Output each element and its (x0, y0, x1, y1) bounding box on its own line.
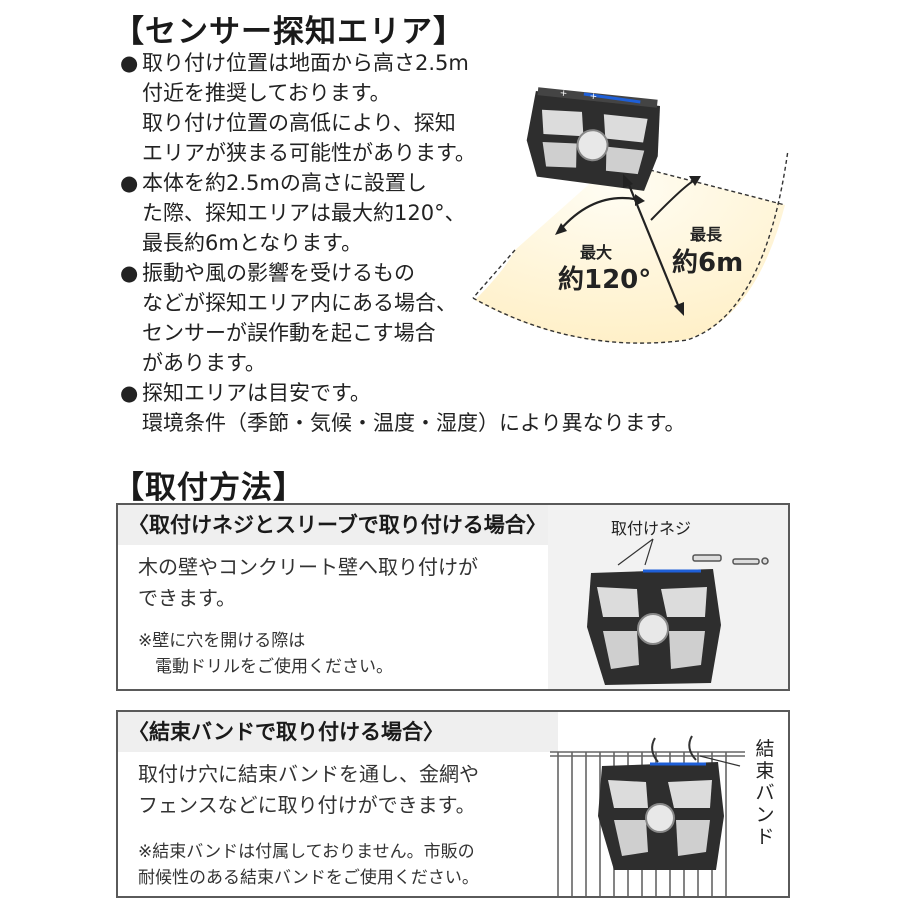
sensor-description-line: ●本体を約2.5mの高さに設置し (120, 168, 685, 198)
screw-mount-note-2: 電動ドリルをご使用ください。 (138, 657, 393, 677)
detection-area-boundary (472, 149, 789, 344)
sensor-description-line: があります。 (120, 348, 685, 378)
band-mount-box: 〈結束バンドで取り付ける場合〉 取付け穴に結束バンドを通し、金網や フェンスなど… (116, 710, 790, 898)
sensor-description-text: などが探知エリア内にある場合、 (142, 291, 457, 315)
screw-mount-box: 〈取付けネジとスリーブで取り付ける場合〉 木の壁やコンクリート壁へ取り付けが で… (116, 503, 790, 691)
band-mount-title: 〈結束バンドで取り付ける場合〉 (118, 712, 558, 752)
cable-tie-icon (651, 735, 697, 763)
svg-text:+: + (559, 89, 568, 100)
angle-caption: 最大 (580, 243, 612, 262)
bullet-icon: ● (120, 171, 139, 195)
sensor-description-line: センサーが誤作動を起こす場合 (120, 318, 685, 348)
bullet-icon: ● (120, 51, 139, 75)
sensor-description-text: 探知エリアは目安です。 (142, 381, 371, 405)
band-mount-note-1: ※結束バンドは付属しておりません。市販の (138, 842, 475, 862)
detection-area-diagram: + + 最大 約120° 最長 約6m (472, 87, 789, 344)
screw-mount-title: 〈取付けネジとスリーブで取り付ける場合〉 (118, 505, 558, 545)
screw-mount-text-2: できます。 (138, 586, 236, 610)
sensor-description-text: た際、探知エリアは最大約120°、 (142, 201, 466, 225)
sensor-description-line: ●取り付け位置は地面から高さ2.5m (120, 48, 685, 78)
sensor-description-line: 取り付け位置の高低により、探知 (120, 108, 685, 138)
sensor-description-text: 最長約6mとなります。 (142, 231, 363, 255)
screw-mount-note-1: ※壁に穴を開ける際は (138, 631, 306, 651)
screw-icon (692, 554, 769, 565)
bullet-icon: ● (120, 381, 139, 405)
band-mount-text-1: 取付け穴に結束バンドを通し、金網や (138, 762, 479, 786)
sensor-light-device (598, 762, 724, 870)
range-caption: 最長 (690, 225, 723, 244)
angle-arrow (559, 196, 641, 231)
sensor-description-line: た際、探知エリアは最大約120°、 (120, 198, 685, 228)
screw-mount-text-1: 木の壁やコンクリート壁へ取り付けが (138, 555, 478, 579)
sensor-light-device: + + (526, 87, 661, 191)
sensor-description-text: 付近を推奨しております。 (142, 81, 391, 105)
sensor-description-line: ●振動や風の影響を受けるもの (120, 258, 685, 288)
sensor-description-line: ●探知エリアは目安です。 (120, 378, 685, 408)
sensor-description-line: 環境条件（季節・気候・温度・湿度）により異なります。 (120, 408, 685, 438)
screw-mount-illustration (587, 538, 769, 685)
sensor-description-text: 振動や風の影響を受けるもの (142, 261, 415, 285)
sensor-description-text: 取り付け位置の高低により、探知 (142, 111, 456, 135)
sensor-description-line: 付近を推奨しております。 (120, 78, 685, 108)
bullet-icon: ● (120, 261, 139, 285)
angle-value: 約120° (558, 264, 651, 295)
sensor-description-line: 最長約6mとなります。 (120, 228, 685, 258)
sensor-light-device (587, 569, 721, 685)
sensor-description-text: 本体を約2.5mの高さに設置し (142, 171, 427, 195)
sensor-description-line: エリアが狭まる可能性があります。 (120, 138, 685, 168)
band-mount-note-2: 耐候性のある結束バンドをご使用ください。 (138, 868, 479, 888)
sensor-description-text: 取り付け位置は地面から高さ2.5m (142, 51, 469, 75)
sensor-description-text: があります。 (142, 351, 266, 375)
range-value: 約6m (672, 247, 743, 278)
sensor-description-text: センサーが誤作動を起こす場合 (142, 321, 436, 345)
range-arrow (625, 179, 682, 311)
install-section-heading: 【取付方法】 (113, 470, 305, 506)
sensor-description-line: などが探知エリア内にある場合、 (120, 288, 685, 318)
screw-callout-label: 取付けネジ (611, 519, 692, 538)
sensor-description-text: 環境条件（季節・気候・温度・湿度）により異なります。 (142, 411, 686, 435)
detection-area-fan (475, 170, 785, 344)
fence-mount-illustration (550, 735, 745, 896)
sensor-description-text: エリアが狭まる可能性があります。 (142, 141, 476, 165)
svg-text:+: + (589, 92, 598, 103)
sensor-section-heading: 【センサー探知エリア】 (113, 14, 465, 50)
band-mount-text-2: フェンスなどに取り付けができます。 (138, 793, 476, 817)
